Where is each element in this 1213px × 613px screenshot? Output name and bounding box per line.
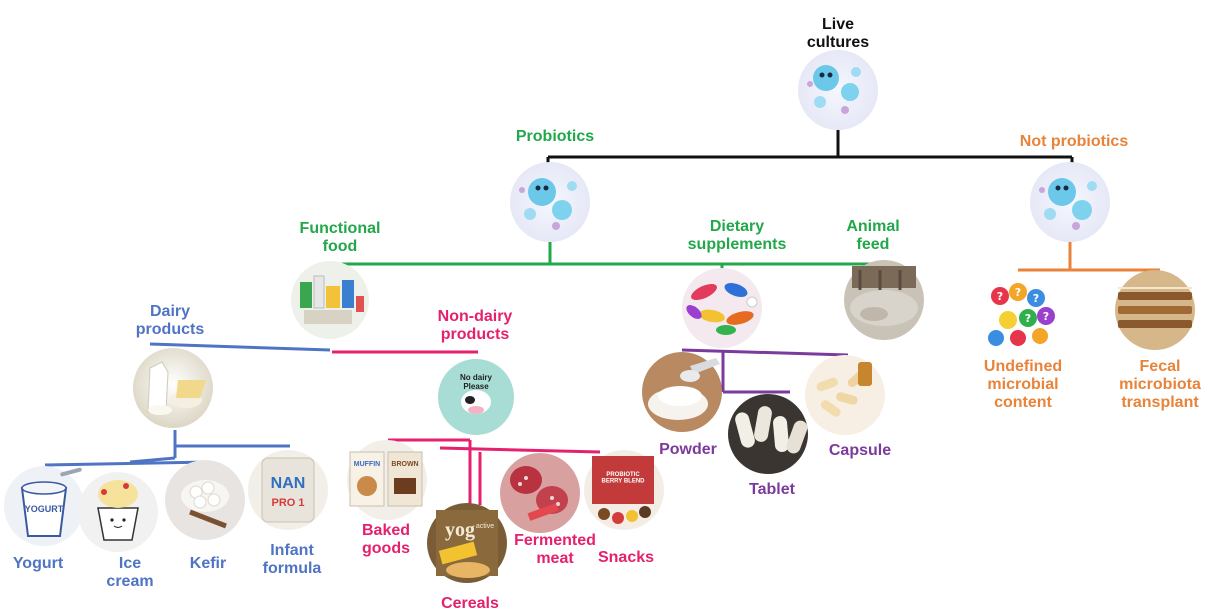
dietary-supplements-image	[682, 268, 762, 348]
ice-cream-label: Ice cream	[106, 555, 154, 590]
animal-feed-label: Animal feed	[846, 218, 900, 253]
probiotics-image	[510, 162, 590, 242]
infant-formula-label: Infant formula	[262, 542, 322, 577]
not-probiotics-label: Not probiotics	[1019, 133, 1129, 150]
cereal-sub-text: active	[476, 523, 494, 530]
yogurt-image: YOGURT	[4, 466, 84, 546]
svg-text:?: ?	[1033, 292, 1039, 305]
live-cultures-image	[798, 50, 878, 130]
baked-goods-image: MUFFIN BROWN	[347, 440, 427, 520]
kefir-image	[165, 460, 245, 540]
root-label: Live cultures	[806, 16, 870, 51]
fermented-meat-image	[500, 453, 580, 533]
yogurt-cup-text: YOGURT	[25, 504, 64, 514]
connectors-orange	[1018, 238, 1160, 272]
connectors-pink	[332, 350, 601, 505]
undefined-microbial-label: Undefined microbial content	[983, 358, 1063, 411]
infant-formula-image: NAN PRO 1	[248, 450, 328, 530]
tablet-image	[728, 394, 808, 474]
cereals-image: yog active	[427, 503, 507, 583]
fecal-transplant-label: Fecal microbiota transplant	[1119, 358, 1201, 411]
non-dairy-products-label: Non-dairy products	[437, 308, 513, 343]
baked-goods-label: Baked goods	[361, 522, 411, 557]
svg-text:?: ?	[1043, 310, 1049, 323]
cereal-brand-text: yog	[445, 519, 475, 541]
powder-image	[642, 352, 722, 432]
syringes-image	[1115, 270, 1195, 350]
powder-label: Powder	[659, 441, 717, 458]
functional-food-label: Functional food	[299, 220, 381, 255]
question-marks-image: ? ? ? ? ?	[982, 272, 1058, 348]
connectors-purple	[681, 348, 849, 394]
kefir-label: Kefir	[189, 555, 227, 572]
ice-cream-image	[78, 472, 158, 552]
dietary-supplements-label: Dietary supplements	[687, 218, 787, 253]
connectors-green	[328, 240, 888, 272]
muffin-box-text: MUFFIN	[354, 461, 380, 468]
capsule-image	[805, 355, 885, 435]
brownie-box-text: BROWN	[391, 461, 418, 468]
functional-food-image	[291, 261, 369, 339]
animal-feed-image	[844, 260, 924, 340]
connectors-blue	[44, 342, 331, 467]
formula-brand-text: NAN	[271, 475, 306, 492]
svg-text:?: ?	[1015, 286, 1021, 299]
yogurt-label: Yogurt	[12, 555, 64, 572]
tablet-label: Tablet	[749, 481, 795, 498]
cereals-label: Cereals	[441, 595, 499, 612]
svg-text:?: ?	[1025, 312, 1031, 325]
fermented-meat-label: Fermented meat	[514, 532, 596, 567]
dairy-products-image	[133, 348, 213, 428]
probiotics-label: Probiotics	[515, 128, 595, 145]
formula-sub-text: PRO 1	[271, 497, 304, 509]
snacks-label: Snacks	[597, 549, 655, 566]
dairy-products-label: Dairy products	[135, 303, 205, 338]
not-probiotics-image	[1030, 162, 1110, 242]
connectors-black	[546, 130, 1074, 168]
svg-text:?: ?	[997, 290, 1003, 303]
capsule-label: Capsule	[828, 442, 892, 459]
